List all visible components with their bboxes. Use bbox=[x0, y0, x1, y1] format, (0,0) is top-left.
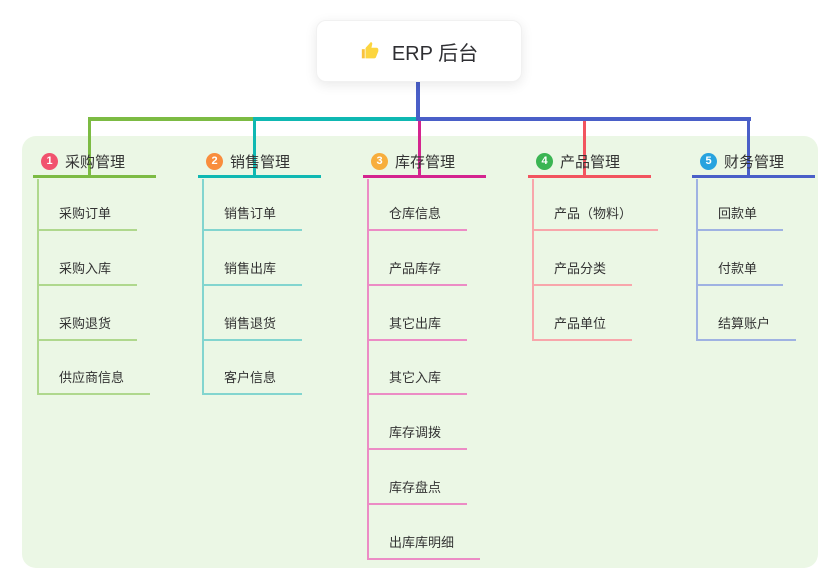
child-label: 付款单 bbox=[718, 261, 758, 276]
branch-label: 财务管理 bbox=[724, 153, 785, 171]
child-node[interactable]: 采购入库 bbox=[37, 260, 138, 286]
child-label: 客户信息 bbox=[224, 370, 277, 385]
child-node[interactable]: 销售出库 bbox=[202, 260, 303, 286]
child-label: 结算账户 bbox=[718, 316, 771, 331]
connector-stub-4 bbox=[583, 117, 586, 178]
branch-number-badge: 3 bbox=[371, 152, 388, 170]
child-label: 其它入库 bbox=[389, 370, 442, 385]
branch-label: 产品管理 bbox=[560, 153, 621, 171]
child-node[interactable]: 产品分类 bbox=[532, 260, 633, 286]
child-label: 销售订单 bbox=[224, 206, 277, 221]
child-node[interactable]: 销售退货 bbox=[202, 315, 303, 341]
child-label: 产品分类 bbox=[554, 261, 607, 276]
child-label: 出库库明细 bbox=[389, 535, 455, 550]
child-node[interactable]: 客户信息 bbox=[202, 369, 303, 395]
branch-rail-1 bbox=[37, 179, 39, 395]
child-node[interactable]: 出库库明细 bbox=[367, 534, 481, 560]
branch-label: 采购管理 bbox=[65, 153, 126, 171]
branch-node-3[interactable]: 3 库存管理 bbox=[363, 150, 486, 178]
child-label: 仓库信息 bbox=[389, 206, 442, 221]
connector-stub-1 bbox=[88, 117, 91, 178]
branch-number-badge: 1 bbox=[41, 152, 58, 170]
child-label: 销售退货 bbox=[224, 316, 277, 331]
child-label: 产品库存 bbox=[389, 261, 442, 276]
child-label: 库存调拨 bbox=[389, 425, 442, 440]
connector-stub-5 bbox=[747, 117, 750, 178]
child-node[interactable]: 库存调拨 bbox=[367, 424, 468, 450]
connector-stub-3 bbox=[418, 117, 421, 178]
branch-node-4[interactable]: 4 产品管理 bbox=[528, 150, 651, 178]
branches-panel bbox=[22, 136, 818, 568]
branch-rail-5 bbox=[696, 179, 698, 341]
thumbs-up-icon bbox=[360, 40, 382, 62]
child-label: 采购订单 bbox=[59, 206, 112, 221]
branch-number-badge: 5 bbox=[700, 152, 717, 170]
branch-rail-4 bbox=[532, 179, 534, 341]
branch-rail-2 bbox=[202, 179, 204, 395]
root-title: ERP 后台 bbox=[391, 42, 479, 65]
child-label: 其它出库 bbox=[389, 316, 442, 331]
child-node[interactable]: 其它入库 bbox=[367, 369, 468, 395]
child-node[interactable]: 采购订单 bbox=[37, 205, 138, 231]
child-label: 库存盘点 bbox=[389, 480, 442, 495]
child-node[interactable]: 产品单位 bbox=[532, 315, 633, 341]
child-node[interactable]: 销售订单 bbox=[202, 205, 303, 231]
child-node[interactable]: 供应商信息 bbox=[37, 369, 151, 395]
child-node[interactable]: 结算账户 bbox=[696, 315, 797, 341]
child-label: 销售出库 bbox=[224, 261, 277, 276]
branch-label: 销售管理 bbox=[230, 153, 291, 171]
child-node[interactable]: 其它出库 bbox=[367, 315, 468, 341]
branch-label: 库存管理 bbox=[395, 153, 456, 171]
child-node[interactable]: 库存盘点 bbox=[367, 479, 468, 505]
child-label: 采购入库 bbox=[59, 261, 112, 276]
child-node[interactable]: 产品（物料） bbox=[532, 205, 659, 231]
branch-number-badge: 4 bbox=[536, 152, 553, 170]
root-connector-line bbox=[416, 81, 420, 121]
child-node[interactable]: 回款单 bbox=[696, 205, 784, 231]
root-node[interactable]: ERP 后台 bbox=[316, 20, 522, 82]
child-label: 产品单位 bbox=[554, 316, 607, 331]
branch-rail-3 bbox=[367, 179, 369, 560]
child-label: 采购退货 bbox=[59, 316, 112, 331]
child-node[interactable]: 仓库信息 bbox=[367, 205, 468, 231]
child-node[interactable]: 采购退货 bbox=[37, 315, 138, 341]
child-node[interactable]: 产品库存 bbox=[367, 260, 468, 286]
child-label: 回款单 bbox=[718, 206, 758, 221]
child-node[interactable]: 付款单 bbox=[696, 260, 784, 286]
child-label: 产品（物料） bbox=[554, 206, 633, 221]
branch-node-5[interactable]: 5 财务管理 bbox=[692, 150, 815, 178]
bus-right-blue bbox=[417, 117, 751, 121]
branch-node-2[interactable]: 2 销售管理 bbox=[198, 150, 321, 178]
branch-node-1[interactable]: 1 采购管理 bbox=[33, 150, 156, 178]
child-label: 供应商信息 bbox=[59, 370, 125, 385]
bus-left-teal bbox=[253, 117, 420, 121]
branch-number-badge: 2 bbox=[206, 152, 223, 170]
connector-stub-2 bbox=[253, 117, 256, 178]
